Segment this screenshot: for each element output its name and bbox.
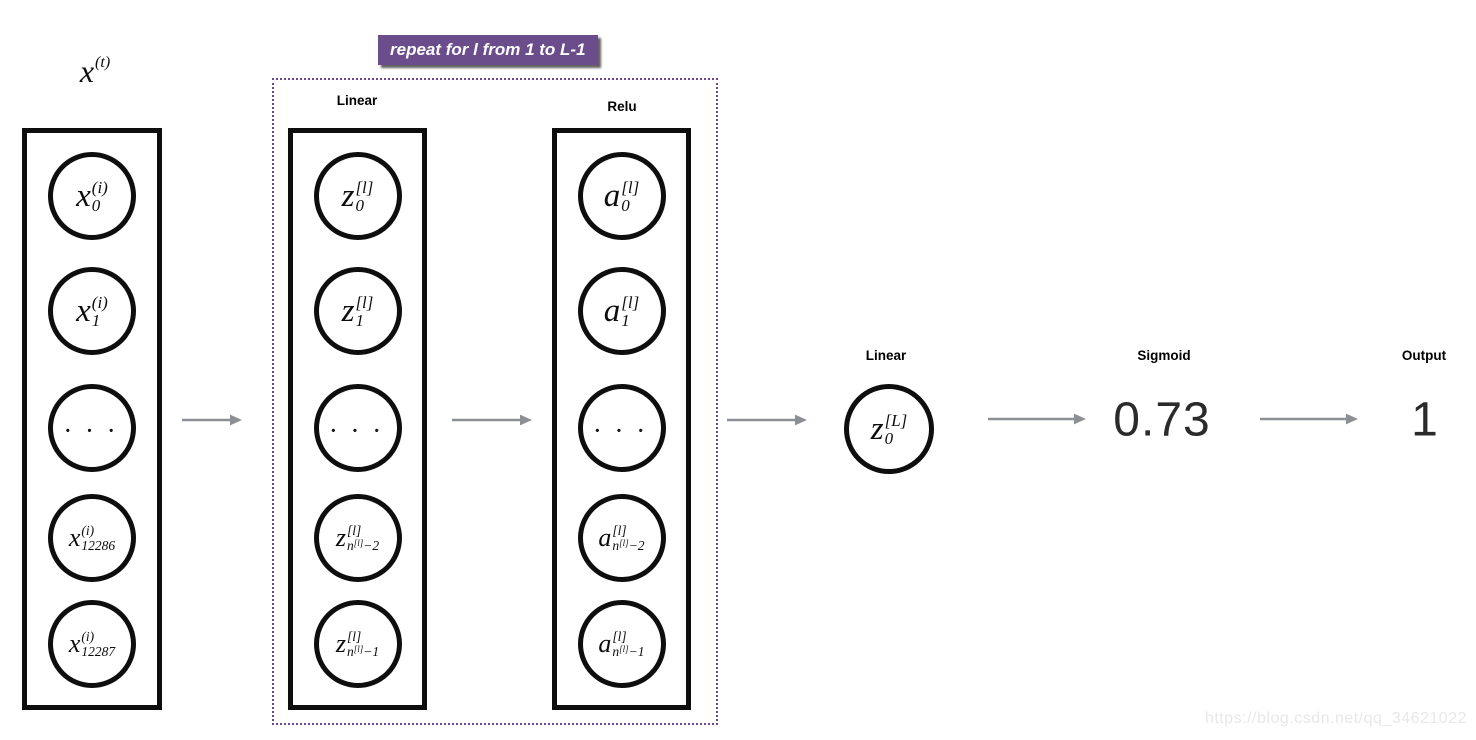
arrow-icon [452,414,532,426]
neuron-node: x(i)12287 [48,600,136,688]
ellipsis-node: · · · [577,384,666,472]
sigmoid-value: 0.73 [1113,393,1211,447]
relu-layer-box: a[l]0 a[l]1 · · · a[l]n[l]−2 a[l]n[l]−1 [552,128,691,710]
math-expression: x(i)0 [76,177,108,215]
math-expression: x(i)12286 [68,523,116,553]
neuron-node: x(i)1 [48,267,136,355]
input-layer-box: x(i)0 x(i)1 · · · x(i)12286 x(i)12287 [22,128,162,710]
neuron-node: a[l]n[l]−1 [577,600,666,688]
relu-layer-label: Relu [607,99,637,114]
neuron-node: a[l]1 [577,267,666,355]
neuron-node: z[l]1 [313,267,402,355]
math-expression: a[l]1 [603,292,640,330]
math-expression: z[l]1 [341,292,374,330]
repeat-banner: repeat for l from 1 to L-1 [378,35,598,65]
arrow-icon [1260,413,1358,425]
arrow-icon [988,413,1086,425]
ellipsis-node: · · · [48,384,136,472]
neuron-node: x(i)0 [48,152,136,240]
math-expression: · · · [64,420,120,442]
ellipsis-node: · · · [313,384,402,472]
linear-layer-box: z[l]0 z[l]1 · · · z[l]n[l]−2 z[l]n[l]−1 [288,128,427,710]
watermark-url: https://blog.csdn.net/qq_34621022 [1204,710,1467,727]
final-linear-label: Linear [865,348,907,363]
neuron-node: z[l]n[l]−2 [313,494,402,582]
neuron-node: z[l]0 [313,152,402,240]
math-expression: z[l]n[l]−2 [335,523,380,553]
arrow-icon [727,414,807,426]
repeat-loop-box [272,78,718,725]
math-expression: · · · [329,420,385,442]
math-expression: a[l]0 [603,177,640,215]
output-label: Output [1401,348,1447,363]
arrow-icon [182,414,242,426]
neuron-node: a[l]0 [577,152,666,240]
neuron-node: a[l]n[l]−2 [577,494,666,582]
math-expression: · · · [593,420,649,442]
math-expression: z[l]n[l]−1 [335,629,380,659]
math-expression: x(t) [79,53,111,89]
neuron-node: x(i)12286 [48,494,136,582]
math-expression: z[L]0 [870,410,908,448]
math-expression: z[l]0 [341,177,374,215]
math-expression: x(i)12287 [68,629,116,659]
output-value: 1 [1411,393,1439,447]
math-expression: x(i)1 [76,292,108,330]
final-linear-node: z[L]0 [844,384,934,474]
math-expression: a[l]n[l]−2 [598,523,645,553]
neuron-node: z[l]n[l]−1 [313,600,402,688]
linear-layer-label: Linear [336,93,378,108]
input-vector-title: x(t) [79,53,111,89]
sigmoid-label: Sigmoid [1137,348,1191,363]
math-expression: a[l]n[l]−1 [598,629,645,659]
